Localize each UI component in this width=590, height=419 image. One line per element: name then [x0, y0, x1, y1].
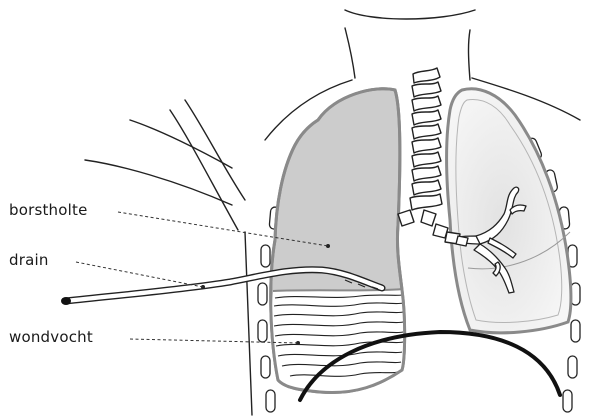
drain-tube-end: [61, 297, 71, 305]
neck-right: [469, 30, 471, 80]
leader-drain: [76, 262, 203, 287]
arm-lower: [85, 160, 232, 205]
left-lung: [271, 89, 405, 393]
label-wondvocht: wondvocht: [9, 328, 93, 346]
chin-line: [345, 10, 475, 19]
label-drain: drain: [9, 251, 49, 269]
neck-left: [345, 28, 355, 78]
label-borstholte: borstholte: [9, 201, 88, 219]
arm-crease-1: [170, 110, 238, 230]
torso-left-edge: [245, 232, 252, 415]
